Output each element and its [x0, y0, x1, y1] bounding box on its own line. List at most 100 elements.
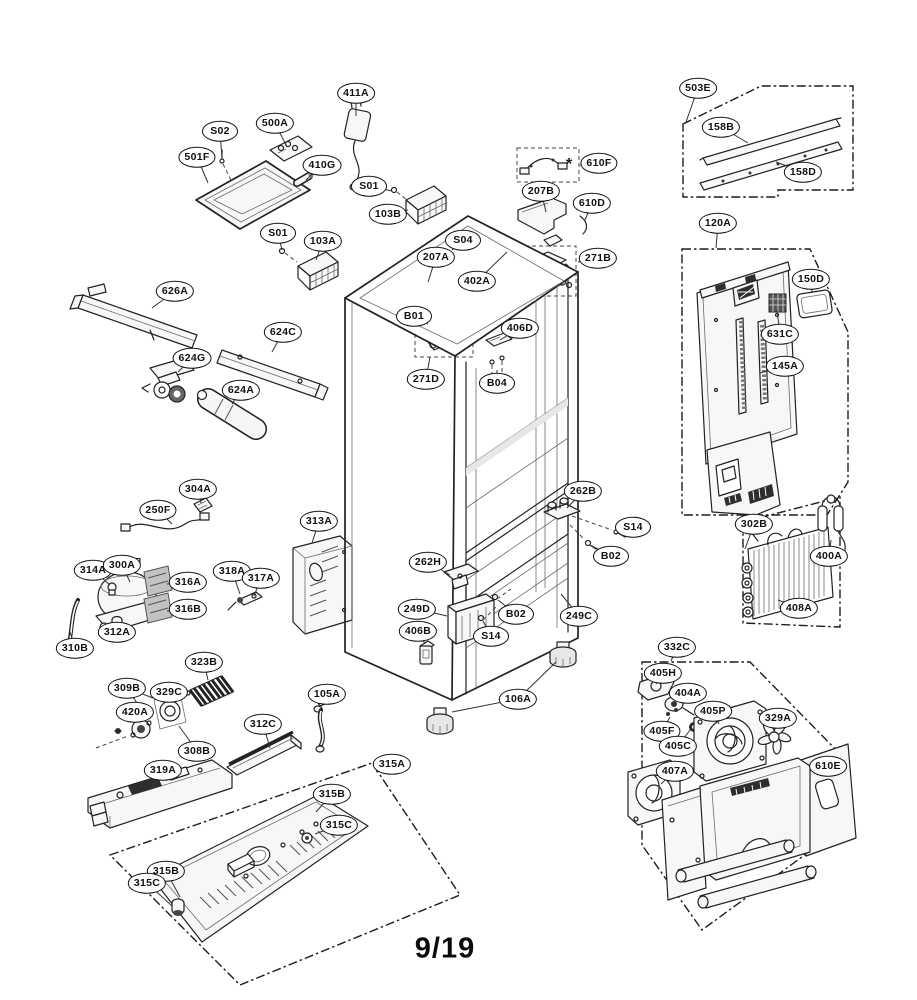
callout-S04: S04 — [445, 229, 481, 251]
callout-317A: 317A — [241, 567, 281, 589]
callout-207A: 207A — [416, 246, 456, 268]
callout-S01: S01 — [260, 222, 296, 244]
callout-315C: 315C — [319, 814, 359, 836]
part-S01-screw-upper — [390, 186, 408, 201]
part-158D-rail — [699, 141, 843, 191]
callout-308B: 308B — [177, 740, 217, 762]
callout-S01: S01 — [351, 175, 387, 197]
callout-106A: 106A — [498, 688, 538, 710]
callout-410G: 410G — [302, 154, 342, 176]
callout-624A: 624A — [221, 379, 261, 401]
callout-405P: 405P — [694, 700, 732, 722]
part-631C-grille — [768, 293, 787, 313]
callout-262B: 262B — [563, 480, 603, 502]
box-503E — [682, 85, 854, 198]
part-120A-dispenser — [706, 431, 781, 516]
callout-624G: 624G — [172, 347, 212, 369]
part-150D-cover — [796, 289, 833, 319]
callout-250F: 250F — [139, 499, 177, 521]
part-316B-pad — [143, 592, 173, 624]
machine-room-cover-assembly — [661, 743, 857, 909]
callout-B02: B02 — [593, 545, 629, 567]
callout-610E: 610E — [809, 755, 847, 777]
part-106A-feet — [426, 641, 577, 735]
part-103A-switch — [297, 251, 339, 291]
callout-404A: 404A — [668, 682, 708, 704]
part-323B-heat-exchanger — [188, 675, 235, 707]
callout-300A: 300A — [102, 554, 142, 576]
callout-S14: S14 — [615, 516, 651, 538]
callout-304A: 304A — [178, 478, 218, 500]
part-400A-accumulator — [817, 494, 846, 551]
part-319A-chassis — [87, 759, 233, 829]
callout-B04: B04 — [479, 372, 515, 394]
callout-610D: 610D — [572, 192, 612, 214]
part-315B-drain-pan — [151, 794, 369, 943]
callout-150D: 150D — [791, 268, 831, 290]
callout-315B: 315B — [312, 783, 352, 805]
callout-315A: 315A — [372, 753, 412, 775]
part-610D-tube — [579, 215, 588, 235]
callout-103A: 103A — [303, 230, 343, 252]
callout-408A: 408A — [779, 597, 819, 619]
callout-158B: 158B — [701, 116, 741, 138]
part-501F-tray — [195, 160, 311, 230]
callout-309B: 309B — [107, 677, 147, 699]
callout-313A: 313A — [299, 510, 339, 532]
part-103B-switch — [405, 185, 447, 225]
part-313A-cover — [292, 535, 353, 635]
callout-B02: B02 — [498, 603, 534, 625]
part-317A-318A-valve — [227, 591, 263, 611]
callout-207B: 207B — [521, 180, 561, 202]
callout-B01: B01 — [396, 305, 432, 327]
callout-406B: 406B — [398, 620, 438, 642]
callout-302B: 302B — [734, 513, 774, 535]
callout-411A: 411A — [337, 82, 375, 104]
box-302B — [742, 496, 841, 628]
part-304A-clip — [193, 497, 213, 513]
callout-402A: 402A — [457, 270, 497, 292]
callout-406D: 406D — [500, 317, 540, 339]
part-262B-hinge — [543, 497, 581, 520]
part-120A-back-panel — [696, 261, 798, 465]
part-158B-rail — [699, 117, 842, 166]
callout-249D: 249D — [397, 598, 437, 620]
callout-312A: 312A — [97, 621, 137, 643]
callout-323B: 323B — [184, 651, 224, 673]
callout-332C: 332C — [657, 636, 697, 658]
callout-400A: 400A — [809, 545, 849, 567]
callout-405H: 405H — [643, 662, 683, 684]
callout-329A: 329A — [758, 707, 798, 729]
part-406B-switch — [419, 640, 435, 665]
callout-310B: 310B — [55, 637, 95, 659]
callout-624C: 624C — [263, 321, 303, 343]
part-312C-cover — [226, 730, 302, 776]
part-105A-drain-tube — [313, 695, 331, 753]
callout-316A: 316A — [168, 571, 208, 593]
callout-103B: 103B — [368, 203, 408, 225]
callout-158D: 158D — [783, 161, 823, 183]
part-624C-rail — [216, 349, 329, 401]
part-250F-cord — [120, 512, 210, 532]
box-315A — [108, 762, 462, 986]
part-S01-screw-left — [278, 247, 298, 263]
part-262H-bracket — [443, 563, 479, 590]
callout-S14: S14 — [473, 625, 509, 647]
callout-329C: 329C — [149, 681, 189, 703]
box-120A — [681, 248, 849, 516]
callout-120A: 120A — [698, 212, 738, 234]
callout-271B: 271B — [578, 247, 618, 269]
part-S14-B02-screws-center — [477, 588, 512, 622]
callout-262H: 262H — [408, 551, 448, 573]
callout-420A: 420A — [115, 701, 155, 723]
callout-319A: 319A — [143, 759, 183, 781]
part-405F-screws — [666, 708, 678, 716]
callout-500A: 500A — [255, 112, 295, 134]
callout-105A: 105A — [307, 683, 347, 705]
callout-626A: 626A — [155, 280, 195, 302]
page-number: 9/19 — [414, 932, 476, 965]
part-624A-water-filter — [196, 388, 267, 440]
callout-503E: 503E — [679, 77, 717, 99]
